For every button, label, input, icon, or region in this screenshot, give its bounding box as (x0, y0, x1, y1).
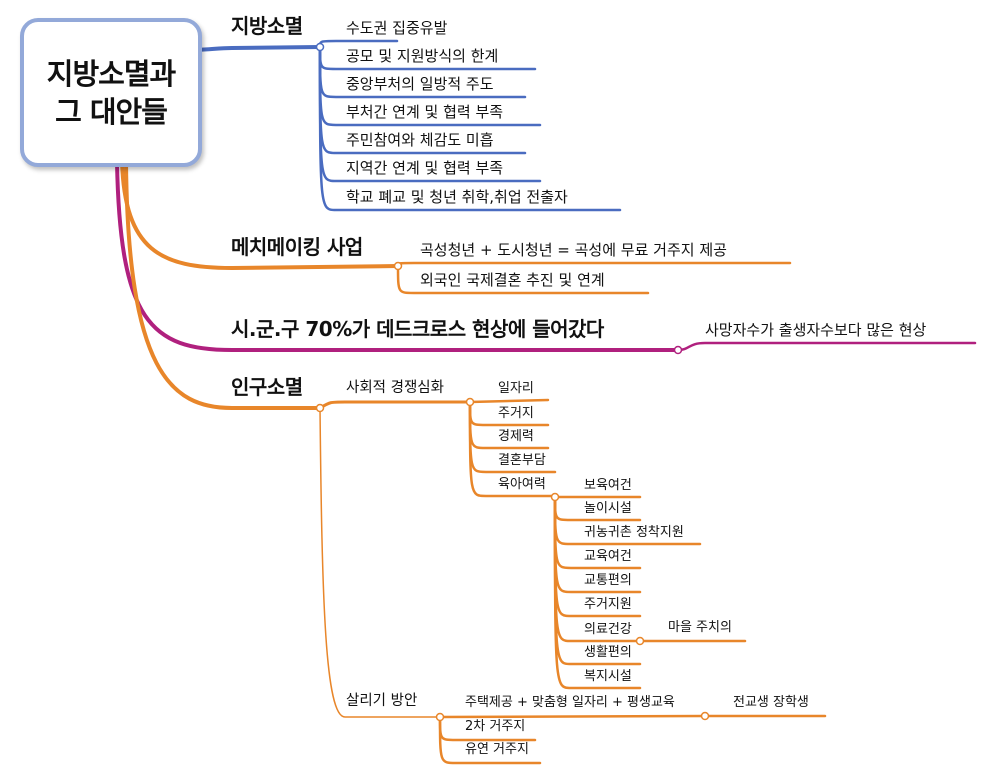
subtopic-scholarship[interactable]: 전교생 장학생 (733, 695, 809, 710)
subtopic-deadcross-0[interactable]: 사망자수가 출생자수보다 많은 현상 (705, 321, 927, 339)
subtopic-childcare-7[interactable]: 생활편의 (584, 645, 632, 660)
branch-node[interactable] (550, 492, 560, 502)
branch-node[interactable] (465, 397, 475, 407)
subtopic-childcare-1[interactable]: 놀이시설 (584, 501, 632, 516)
topic-underline (396, 264, 650, 295)
topic-dead-cross[interactable]: 시.군.구 70%가 데드크로스 현상에 들어갔다 (231, 317, 604, 341)
subtopic-childcare-6[interactable]: 의료건강 (584, 622, 632, 637)
topic-underline (396, 261, 792, 268)
subtopic-childcare-5[interactable]: 주거지원 (584, 597, 632, 612)
topic-underline (318, 400, 472, 410)
topic-underline (468, 398, 550, 404)
branch-line-local (194, 45, 322, 52)
subtopic-matching-0[interactable]: 곡성청년 + 도시청년 = 곡성에 무료 거주지 제공 (420, 241, 727, 259)
subtopic-childcare-2[interactable]: 귀농귀촌 정착지원 (584, 525, 684, 540)
subtopic-competition-2[interactable]: 경제력 (498, 429, 534, 444)
topic-underline (676, 341, 977, 352)
topic-population-decline[interactable]: 인구소멸 (231, 375, 303, 399)
branch-node[interactable] (673, 345, 683, 355)
subtopic-local-0[interactable]: 수도권 집중유발 (346, 19, 448, 37)
branch-node[interactable] (315, 42, 325, 52)
subtopic-competition[interactable]: 사회적 경쟁심화 (346, 379, 444, 396)
subtopic-local-3[interactable]: 부처간 연계 및 협력 부족 (346, 103, 504, 121)
subtopic-matching-1[interactable]: 외국인 국제결혼 추진 및 연계 (420, 271, 605, 289)
branch-node[interactable] (635, 636, 645, 646)
topic-matchmaking[interactable]: 메치메이킹 사업 (231, 235, 363, 259)
subtopic-competition-0[interactable]: 일자리 (498, 381, 534, 396)
topic-underline (438, 715, 542, 765)
topic-underline (318, 45, 622, 212)
subtopic-local-2[interactable]: 중앙부처의 일방적 주도 (346, 75, 494, 93)
subtopic-local-6[interactable]: 학교 폐교 및 청년 취학,취업 전출자 (346, 188, 568, 206)
branch-node[interactable] (315, 403, 325, 413)
subtopic-childcare-3[interactable]: 교육여건 (584, 549, 632, 564)
subtopic-revival-2[interactable]: 유연 거주지 (465, 742, 529, 757)
branch-node[interactable] (435, 712, 445, 722)
topic-local-decline[interactable]: 지방소멸 (231, 14, 303, 38)
topic-underline (468, 400, 557, 498)
subtopic-local-1[interactable]: 공모 및 지원방식의 한계 (346, 47, 499, 65)
central-topic[interactable]: 지방소멸과 그 대안들 (20, 18, 202, 167)
branch-line-population (124, 160, 322, 410)
subtopic-competition-1[interactable]: 주거지 (498, 406, 534, 421)
subtopic-competition-3[interactable]: 결혼부담 (498, 453, 546, 468)
subtopic-local-5[interactable]: 지역간 연계 및 협력 부족 (346, 159, 504, 177)
subtopic-village-doctor[interactable]: 마을 주치의 (668, 620, 732, 635)
subtopic-competition-4[interactable]: 육아여력 (498, 477, 546, 492)
central-topic-line2: 그 대안들 (55, 94, 168, 129)
subtopic-revival-1[interactable]: 2차 거주지 (465, 719, 526, 734)
branch-node[interactable] (700, 711, 710, 721)
branch-node[interactable] (393, 261, 403, 271)
topic-underline (319, 407, 441, 718)
subtopic-childcare-8[interactable]: 복지시설 (584, 669, 632, 684)
subtopic-revival[interactable]: 살리기 방안 (346, 692, 418, 709)
subtopic-childcare-0[interactable]: 보육여건 (584, 478, 632, 493)
subtopic-revival-0[interactable]: 주택제공 + 맞춤형 일자리 + 평생교육 (465, 695, 675, 710)
subtopic-childcare-4[interactable]: 교통편의 (584, 573, 632, 588)
central-topic-line1: 지방소멸과 (46, 56, 176, 91)
topic-underline (438, 714, 707, 719)
topic-underline (553, 495, 642, 690)
branch-line-deadcross (115, 160, 680, 352)
subtopic-local-4[interactable]: 주민참여와 체감도 미흡 (346, 131, 494, 149)
